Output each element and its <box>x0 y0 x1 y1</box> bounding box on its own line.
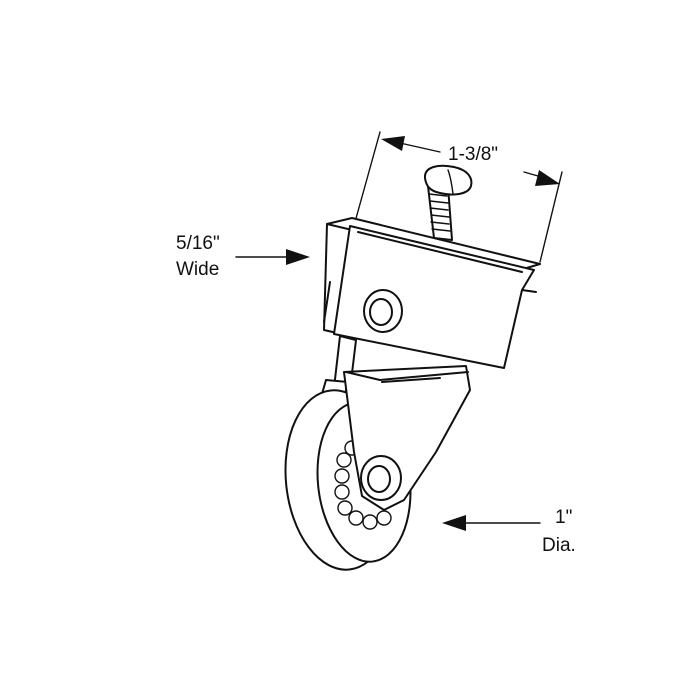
bearing-ball <box>337 500 353 516</box>
overall-width-dimension: 1-3/8" <box>354 131 563 263</box>
wheel-fork <box>343 365 471 511</box>
wheel-diameter-arrowhead <box>442 515 466 531</box>
wheel-width-unit: Wide <box>176 259 219 280</box>
screw-head-slot <box>447 169 454 195</box>
bracket-rivet-inner <box>369 298 393 326</box>
bearing-ball <box>334 484 350 500</box>
arrowhead-left <box>381 136 405 151</box>
wheel-diameter-callout: 1" Dia. <box>442 507 576 556</box>
screw-head <box>424 164 473 196</box>
wheel-diameter-value: 1" <box>555 507 572 528</box>
wheel-width-callout: 5/16" Wide <box>176 233 310 280</box>
wheel-width-value: 5/16" <box>176 233 220 254</box>
bracket-top-edge <box>357 231 523 273</box>
dimension-line-left <box>399 142 441 153</box>
extension-line-left <box>354 131 381 223</box>
bearing-ball <box>348 510 364 526</box>
wheel-diameter-unit: Dia. <box>542 535 576 556</box>
bearing-ball <box>336 452 352 468</box>
wheel-width-arrowhead <box>286 249 310 265</box>
fork-top-edge <box>345 371 469 381</box>
axle-rivet-inner <box>367 465 391 493</box>
mounting-screw <box>424 164 473 241</box>
dimension-line-right <box>523 171 539 177</box>
overall-width-label: 1-3/8" <box>448 144 498 165</box>
screw-threads <box>428 193 451 232</box>
bracket-back-clip <box>323 281 331 323</box>
bearing-ball <box>362 514 378 530</box>
arrowhead-right <box>535 170 560 186</box>
extension-line-right <box>539 171 563 263</box>
bracket-corner-edge <box>521 289 537 293</box>
bearing-ball <box>334 468 350 484</box>
fork-fold-line <box>381 377 441 383</box>
mounting-bracket <box>323 217 541 369</box>
bracket-front-face <box>333 225 535 369</box>
